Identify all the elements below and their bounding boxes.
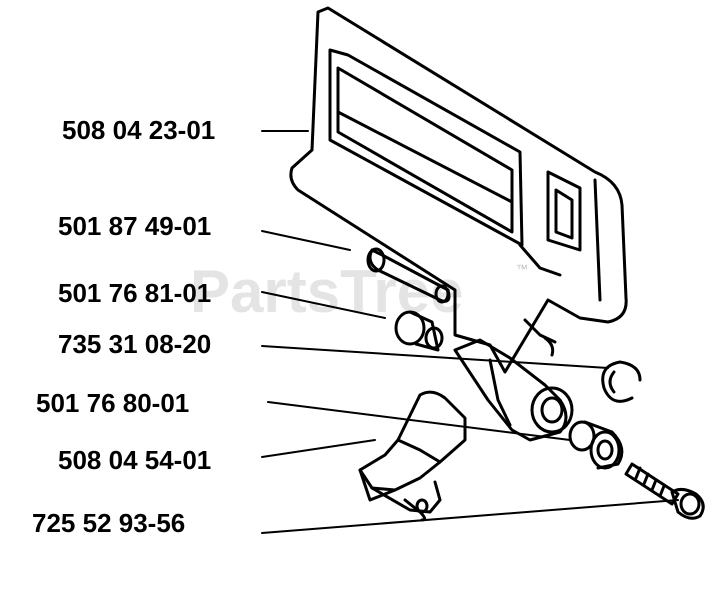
watermark-trademark: ™ [516, 262, 528, 276]
leader-501-87-49-01 [261, 230, 351, 251]
part-label-735-31-08-20[interactable]: 735 31 08-20 [58, 329, 212, 359]
brake-handle-drawing [289, 6, 628, 374]
pivot-pin-drawing [366, 247, 451, 304]
part-label-501-76-81-01[interactable]: 501 76 81-01 [58, 278, 212, 308]
leader-725-52-93-56 [261, 499, 679, 534]
lever-drawing [453, 338, 574, 442]
bushing-upper-drawing [394, 310, 444, 352]
watermark-text: PartsTree [190, 258, 464, 325]
part-label-508-04-23-01[interactable]: 508 04 23-01 [62, 115, 216, 145]
part-label-508-04-54-01[interactable]: 508 04 54-01 [58, 445, 212, 475]
circlip-drawing [601, 360, 642, 403]
leader-508-04-54-01 [261, 439, 376, 458]
knuckle-drawing [358, 390, 467, 522]
leader-501-76-81-01 [261, 291, 386, 319]
leader-501-76-80-01 [267, 401, 571, 441]
leader-735-31-08-20 [261, 345, 609, 369]
screw-drawing [624, 462, 705, 520]
part-label-725-52-93-56[interactable]: 725 52 93-56 [32, 508, 186, 538]
leader-lines [261, 130, 679, 534]
part-label-501-76-80-01[interactable]: 501 76 80-01 [36, 388, 190, 418]
bushing-lower-drawing [568, 420, 624, 470]
part-label-501-87-49-01[interactable]: 501 87 49-01 [58, 211, 212, 241]
